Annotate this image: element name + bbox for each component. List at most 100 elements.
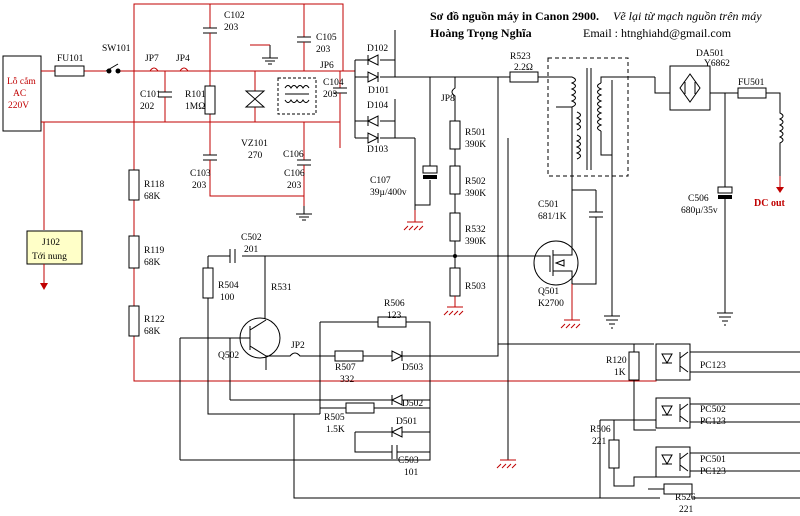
r526-value: 221 [679,505,694,515]
r505-label: R505 [324,413,345,423]
c503-label: C503 [398,456,419,466]
c501-label: C501 [538,200,559,210]
r507-value: 332 [340,375,355,385]
d101-label: D101 [368,86,389,96]
r503-label: R503 [465,282,486,292]
j102-label: J102 [42,238,60,248]
resistor-r118: R118 68K [128,169,164,202]
switch-sw101: SW101 [102,44,131,74]
capacitor-c501: C501 681/1K [538,190,603,285]
r523-label: R523 [510,52,531,62]
transformer [547,57,629,177]
capacitor-c102: C102 203 [203,4,245,71]
capacitor-c101: C101 202 [140,71,172,122]
r122-value: 68K [144,327,161,337]
da501-label: DA501 [696,49,724,59]
capacitor-c105: C105 203 [297,4,337,71]
r506b-value: 221 [592,437,607,447]
pc502-type: PC123 [700,417,726,427]
da501-value: Y6862 [704,59,730,69]
c502-value: 201 [244,245,259,255]
resistor-r503: R503 [449,267,486,297]
r501-value: 390K [465,140,486,150]
r532-label: R532 [465,225,486,235]
fu101-label: FU101 [57,54,84,64]
optocoupler-pc502: PC502 PC123 [633,390,800,431]
r523-value: 2.2Ω [514,63,533,73]
vz101-label: VZ101 [241,139,268,149]
capacitor-c106: C106 C106 203 [283,122,312,221]
heater-j102: J102 Tới nung [26,230,83,265]
sw101-label: SW101 [102,44,131,54]
r118-value: 68K [144,192,161,202]
r101-label: R101 [185,90,206,100]
resistor-r122: R122 68K [128,305,165,337]
ac-plug: Lỗ cắm AC 220V [2,55,42,132]
c501-value: 681/1K [538,212,567,222]
r531-label: R531 [271,283,292,293]
resistor-r523: R523 2.2Ω [455,52,570,83]
r118-label: R118 [144,180,164,190]
r504-value: 100 [220,293,235,303]
d104-label: D104 [367,101,388,111]
jp6-label: JP6 [320,61,334,71]
transistor-q502: Q502 [218,317,281,370]
c106-label-b: C106 [284,169,305,179]
plug-label-3: 220V [8,101,29,111]
c503-value: 101 [404,468,419,478]
capacitor-c103: C103 203 [190,122,304,197]
resistor-r101: R101 1MΩ [185,71,216,122]
diagram-title: Sơ đồ nguồn máy in Canon 2900. [430,9,599,23]
r120-value: 1K [614,368,626,378]
vz101-value: 270 [248,151,263,161]
c103-value: 203 [192,181,207,191]
c106-value: 203 [287,181,302,191]
resistor-r120: R120 1K [606,344,640,390]
rectifier-da501: DA501 Y6862 [669,49,730,111]
c107-label: C107 [370,176,391,186]
d502-label: D502 [402,399,423,409]
dc-out-label: DC out [754,198,786,209]
c103-label: C103 [190,169,211,179]
d503-label: D503 [402,363,423,373]
c101-value: 202 [140,102,155,112]
r101-value: 1MΩ [185,102,205,112]
resistor-r505: R505 1.5K [230,399,430,435]
resistor-r506a: R506 123 [320,299,431,356]
c107-value: 39µ/400v [370,188,407,198]
c104-value: 203 [323,90,338,100]
r119-label: R119 [144,246,164,256]
resistor-r504: R504 100 [202,267,239,303]
diagram-subtitle: Vẽ lại từ mạch nguồn trên máy [613,9,762,23]
r501-label: R501 [465,128,486,138]
d501-label: D501 [396,417,417,427]
r502-value: 390K [465,189,486,199]
d102-label: D102 [367,44,388,54]
c502-label: C502 [241,233,262,243]
q501-value: K2700 [538,299,564,309]
c506-label: C506 [688,194,709,204]
optocoupler-pc123: PC123 [655,343,800,381]
author-name: Hoàng Trọng Nghĩa [430,26,532,40]
c102-label: C102 [224,11,245,21]
jp2-label: JP2 [291,341,305,351]
pc123a-label: PC123 [700,361,726,371]
c102-value: 203 [224,23,239,33]
resistor-r526: R526 221 [648,483,696,515]
ground-icon [250,44,278,65]
r532-value: 390K [465,237,486,247]
diode-bridge: D102 D101 D104 D103 [354,30,415,155]
plug-label-1: Lỗ cắm [7,76,36,87]
resistor-r119: R119 68K [128,235,164,269]
c101-label: C101 [140,90,161,100]
author-email: Email : htnghiahd@gmail.com [583,26,732,40]
c105-label: C105 [316,33,337,43]
pc501-label: PC501 [700,455,726,465]
varistor-vz101: VZ101 270 [241,71,268,161]
pc501-type: PC123 [700,467,726,477]
capacitor-c506: C506 680µ/35v [681,185,733,326]
r505-value: 1.5K [326,425,345,435]
common-mode-choke [277,77,317,115]
d103-label: D103 [367,145,388,155]
